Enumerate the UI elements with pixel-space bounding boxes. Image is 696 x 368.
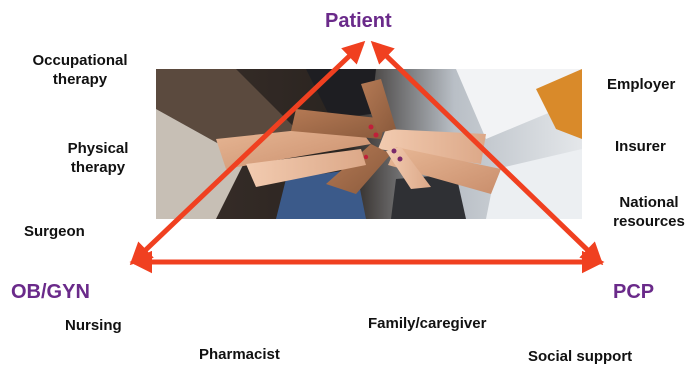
- label-surgeon: Surgeon: [24, 223, 85, 240]
- label-occupational-line1: Occupational: [32, 52, 128, 69]
- vertex-pcp: PCP: [613, 281, 655, 303]
- label-nursing: Nursing: [65, 317, 122, 334]
- arrow-patient-obgyn: [129, 40, 366, 266]
- label-family-caregiver: Family/caregiver: [368, 315, 487, 332]
- label-physical-line2: therapy: [70, 159, 126, 176]
- label-occupational-therapy: Occupational therapy: [20, 51, 140, 89]
- vertex-patient: Patient: [325, 10, 392, 32]
- label-pharmacist: Pharmacist: [199, 346, 280, 363]
- label-physical-line1: Physical: [67, 140, 129, 157]
- label-occupational-line2: therapy: [52, 71, 108, 88]
- vertex-obgyn: OB/GYN: [11, 281, 90, 303]
- label-employer: Employer: [607, 76, 676, 93]
- label-national-resources: National resources: [604, 193, 694, 231]
- label-insurer: Insurer: [615, 138, 666, 155]
- label-national-line1: National: [619, 194, 679, 211]
- arrow-patient-pcp: [370, 40, 604, 266]
- label-social-support: Social support: [528, 348, 633, 365]
- label-national-line2: resources: [613, 213, 685, 230]
- label-physical-therapy: Physical therapy: [58, 139, 138, 177]
